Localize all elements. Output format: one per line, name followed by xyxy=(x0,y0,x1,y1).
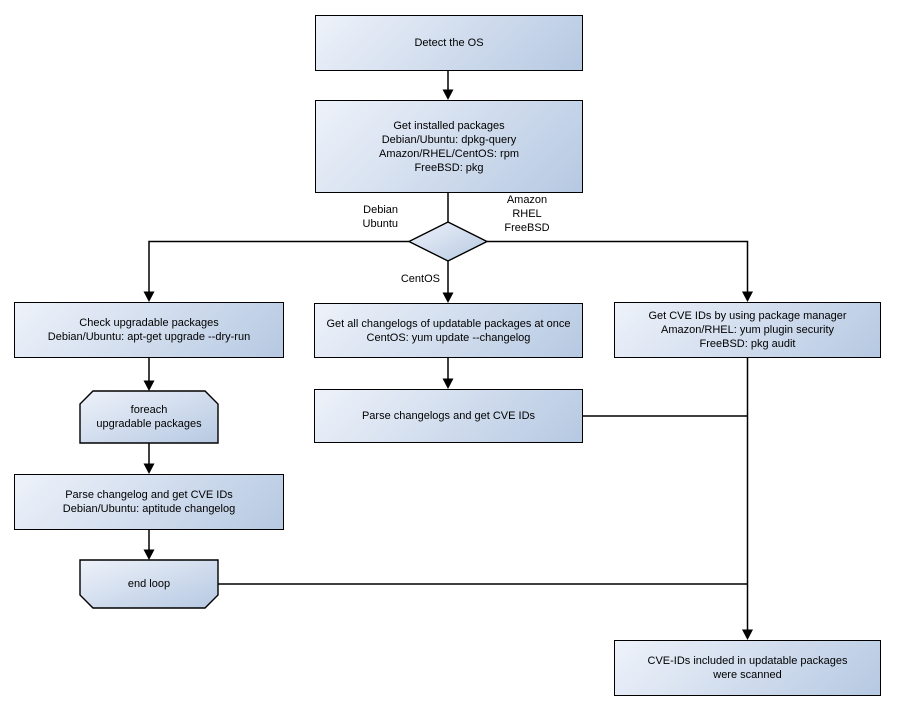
edge-decision-to-check-upgradable xyxy=(148,240,409,293)
arrowhead-check-upgradable xyxy=(143,291,155,302)
arrowhead-parse-each xyxy=(143,463,155,474)
node-get-cve-ids-package-manager: Get CVE IDs by using package manager Ama… xyxy=(614,302,881,358)
node-parse-changelog-each: Parse changelog and get CVE IDs Debian/U… xyxy=(14,474,284,530)
arrowhead-endloop xyxy=(143,549,155,560)
node-foreach-label: foreach upgradable packages xyxy=(96,404,202,430)
node-foreach-shape xyxy=(79,390,219,444)
arrowhead-get-cve-ids xyxy=(742,291,753,302)
arrowhead-changelogs xyxy=(442,292,454,303)
edge-label-amazon-rhel-freebsd: Amazon RHEL FreeBSD xyxy=(504,194,550,234)
node-endloop-label: end loop xyxy=(127,578,171,590)
node-check-upgradable-packages: Check upgradable packages Debian/Ubuntu:… xyxy=(14,302,284,358)
arrowhead-foreach xyxy=(143,380,155,391)
node-detect-os: Detect the OS xyxy=(315,15,583,71)
edge-label-debian-ubuntu: Debian Ubuntu xyxy=(362,204,398,230)
arrowhead-scanned xyxy=(742,629,753,640)
node-os-decision-diamond xyxy=(407,221,489,262)
arrowhead-parse-once xyxy=(442,378,454,389)
edge-decision-to-get-cve-ids xyxy=(487,240,749,293)
arrowhead-installed xyxy=(442,89,454,100)
node-get-installed-packages: Get installed packages Debian/Ubuntu: dp… xyxy=(315,100,583,193)
node-parse-changelogs-once: Parse changelogs and get CVE IDs xyxy=(314,389,583,443)
node-cve-ids-scanned: CVE-IDs included in updatable packages w… xyxy=(614,640,881,696)
edge-label-centos: CentOS xyxy=(400,273,440,285)
node-get-all-changelogs: Get all changelogs of updatable packages… xyxy=(314,303,583,358)
node-endloop-shape xyxy=(79,559,219,609)
